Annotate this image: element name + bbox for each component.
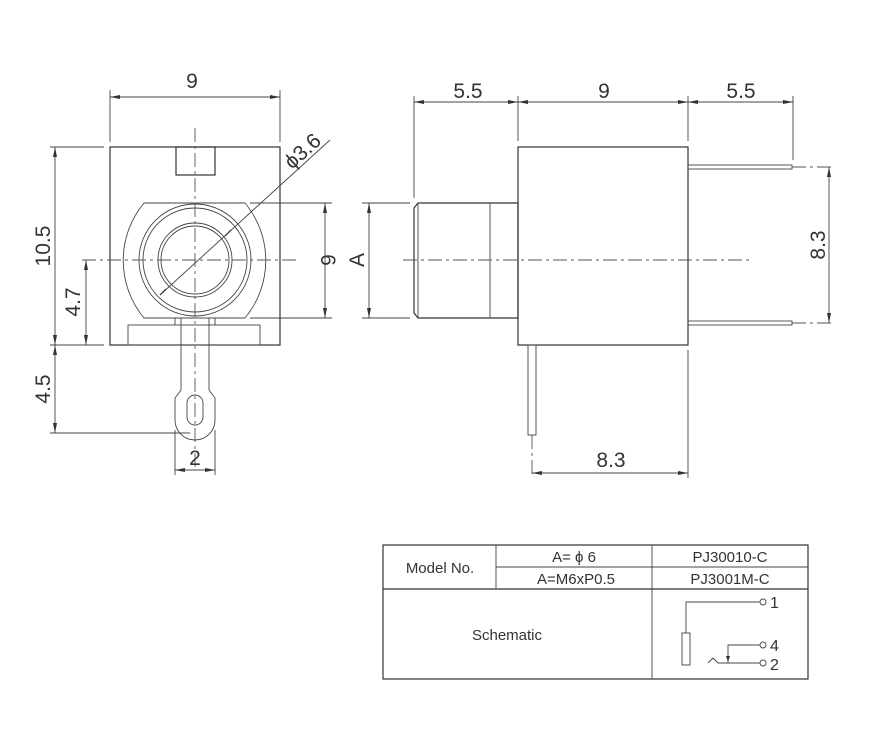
spec-row-1: A= ϕ 6 xyxy=(552,549,596,566)
spec-row-2: A=M6xP0.5 xyxy=(537,571,615,588)
bottom-pin-dim: 8.3 xyxy=(596,449,625,472)
terminal-length-dim: 4.5 xyxy=(32,374,55,403)
flange-height-dim: 6 xyxy=(316,254,339,266)
model-row-2: PJ3001M-C xyxy=(690,571,769,588)
front-view: 9 ϕ3.6 6 10.5 xyxy=(32,70,339,475)
bore-diameter-dim: ϕ3.6 xyxy=(280,129,326,174)
pin-2-label: 2 xyxy=(770,657,779,674)
front-width-dim: 9 xyxy=(186,70,198,93)
side-view: 5.5 9 5.5 A 8.3 8.3 xyxy=(346,80,835,478)
body-length-dim: 9 xyxy=(598,80,610,103)
pin-spacing-dim: 8.3 xyxy=(807,230,830,259)
pin-1-label: 1 xyxy=(770,595,779,612)
front-length-dim: 5.5 xyxy=(453,80,482,103)
pin-4-label: 4 xyxy=(770,638,779,655)
schematic-symbol: 1 4 2 xyxy=(681,595,779,674)
model-label: Model No. xyxy=(406,560,474,577)
model-row-1: PJ30010-C xyxy=(692,549,767,566)
model-table: Model No. A= ϕ 6 A=M6xP0.5 PJ30010-C PJ3… xyxy=(382,544,809,680)
terminal-width-dim: 2 xyxy=(189,447,201,470)
front-height-dim: 10.5 xyxy=(32,226,55,267)
pin-length-dim: 5.5 xyxy=(726,80,755,103)
schematic-label: Schematic xyxy=(472,627,543,644)
center-height-dim: 4.7 xyxy=(62,287,85,316)
thread-dim-label: A xyxy=(346,253,369,267)
